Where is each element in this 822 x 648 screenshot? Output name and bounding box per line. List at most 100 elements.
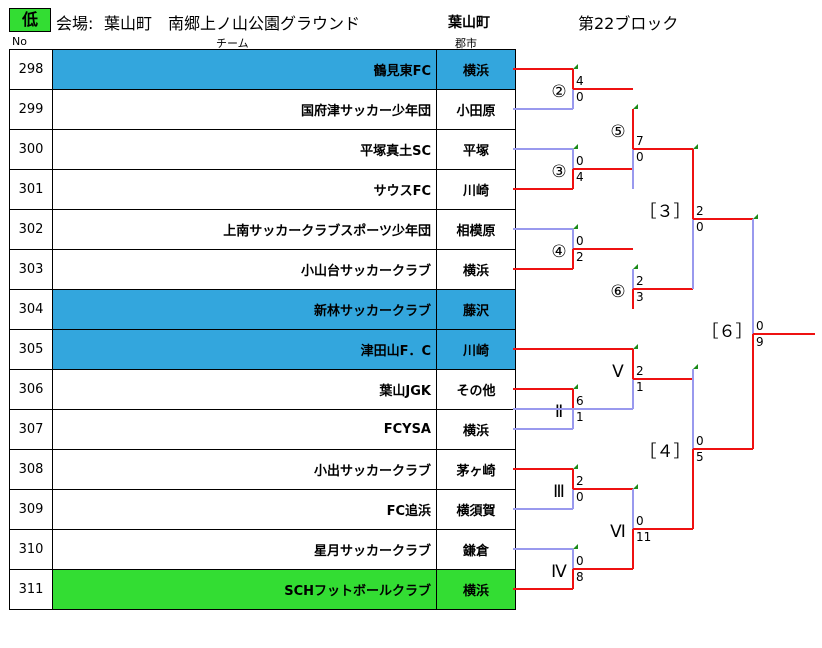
match-label: ［４］ <box>640 442 691 462</box>
score-bottom: 8 <box>576 570 584 584</box>
score-top: 4 <box>576 74 584 88</box>
score-bottom: 4 <box>576 170 584 184</box>
venue-city: 葉山町 <box>448 15 490 31</box>
score-bottom: 1 <box>636 380 644 394</box>
block-title: 第22ブロック <box>578 14 679 33</box>
winner-marker <box>633 344 638 349</box>
score-bottom: 0 <box>576 490 584 504</box>
winner-marker <box>753 214 758 219</box>
score-top: 0 <box>576 554 584 568</box>
score-top: 0 <box>636 514 644 528</box>
match-label: ④ <box>551 242 566 262</box>
winner-marker <box>573 384 578 389</box>
team-number: 307 <box>9 409 53 450</box>
team-name: 平塚真土SC <box>52 129 437 170</box>
score-top: 2 <box>576 474 584 488</box>
venue-label: 会場: <box>56 14 94 33</box>
team-city: 横浜 <box>436 249 516 290</box>
score-top: 2 <box>696 204 704 218</box>
score-top: 0 <box>756 319 764 333</box>
match-label: ［３］ <box>640 202 691 222</box>
winner-marker <box>633 104 638 109</box>
team-number: 308 <box>9 449 53 490</box>
team-name: SCHフットボールクラブ <box>52 569 437 610</box>
team-city: 横浜 <box>436 49 516 90</box>
winner-marker <box>573 144 578 149</box>
score-top: 6 <box>576 394 584 408</box>
winner-marker <box>633 484 638 489</box>
score-bottom: 2 <box>576 250 584 264</box>
team-number: 310 <box>9 529 53 570</box>
team-number: 303 <box>9 249 53 290</box>
score-top: 0 <box>576 234 584 248</box>
score-bottom: 0 <box>576 90 584 104</box>
score-bottom: 5 <box>696 450 704 464</box>
team-number: 299 <box>9 89 53 130</box>
team-city: 横浜 <box>436 569 516 610</box>
score-top: 7 <box>636 134 644 148</box>
match-label: Ⅳ <box>551 562 567 582</box>
column-header-city: 郡市 <box>455 37 477 50</box>
score-bottom: 11 <box>636 530 651 544</box>
match-label: ③ <box>551 162 566 182</box>
team-name: 小出サッカークラブ <box>52 449 437 490</box>
team-name: 上南サッカークラブスポーツ少年団 <box>52 209 437 250</box>
winner-marker <box>573 544 578 549</box>
score-top: 2 <box>636 274 644 288</box>
team-number: 301 <box>9 169 53 210</box>
match-label: Ⅴ <box>612 362 624 382</box>
score-top: 0 <box>696 434 704 448</box>
match-label: Ⅲ <box>553 482 565 502</box>
winner-marker <box>693 364 698 369</box>
team-number: 311 <box>9 569 53 610</box>
level-badge: 低 <box>9 8 51 32</box>
team-name: サウスFC <box>52 169 437 210</box>
winner-marker <box>693 144 698 149</box>
score-bottom: 1 <box>576 410 584 424</box>
winner-marker <box>573 224 578 229</box>
team-name: 津田山F．C <box>52 329 437 370</box>
team-city: 横浜 <box>436 409 516 450</box>
match-label: Ⅱ <box>555 402 563 422</box>
score-bottom: 0 <box>696 220 704 234</box>
score-bottom: 3 <box>636 290 644 304</box>
match-label: ② <box>551 82 566 102</box>
winner-marker <box>573 64 578 69</box>
match-label: Ⅵ <box>610 522 626 542</box>
column-header-team: チーム <box>216 37 249 50</box>
team-city: 横須賀 <box>436 489 516 530</box>
team-city: 藤沢 <box>436 289 516 330</box>
score-top: 2 <box>636 364 644 378</box>
team-name: 国府津サッカー少年団 <box>52 89 437 130</box>
team-number: 305 <box>9 329 53 370</box>
venue-name: 葉山町 南郷上ノ山公園グラウンド <box>104 14 361 33</box>
match-label: ⑤ <box>610 122 625 142</box>
winner-marker <box>573 464 578 469</box>
team-name: 新林サッカークラブ <box>52 289 437 330</box>
team-city: 小田原 <box>436 89 516 130</box>
team-city: 川崎 <box>436 169 516 210</box>
team-number: 306 <box>9 369 53 410</box>
match-label: ［６］ <box>702 322 753 342</box>
column-header-no: No <box>12 35 27 48</box>
team-name: 鶴見東FC <box>52 49 437 90</box>
score-bottom: 9 <box>756 335 764 349</box>
team-name: 星月サッカークラブ <box>52 529 437 570</box>
score-bottom: 0 <box>636 150 644 164</box>
winner-marker <box>633 264 638 269</box>
